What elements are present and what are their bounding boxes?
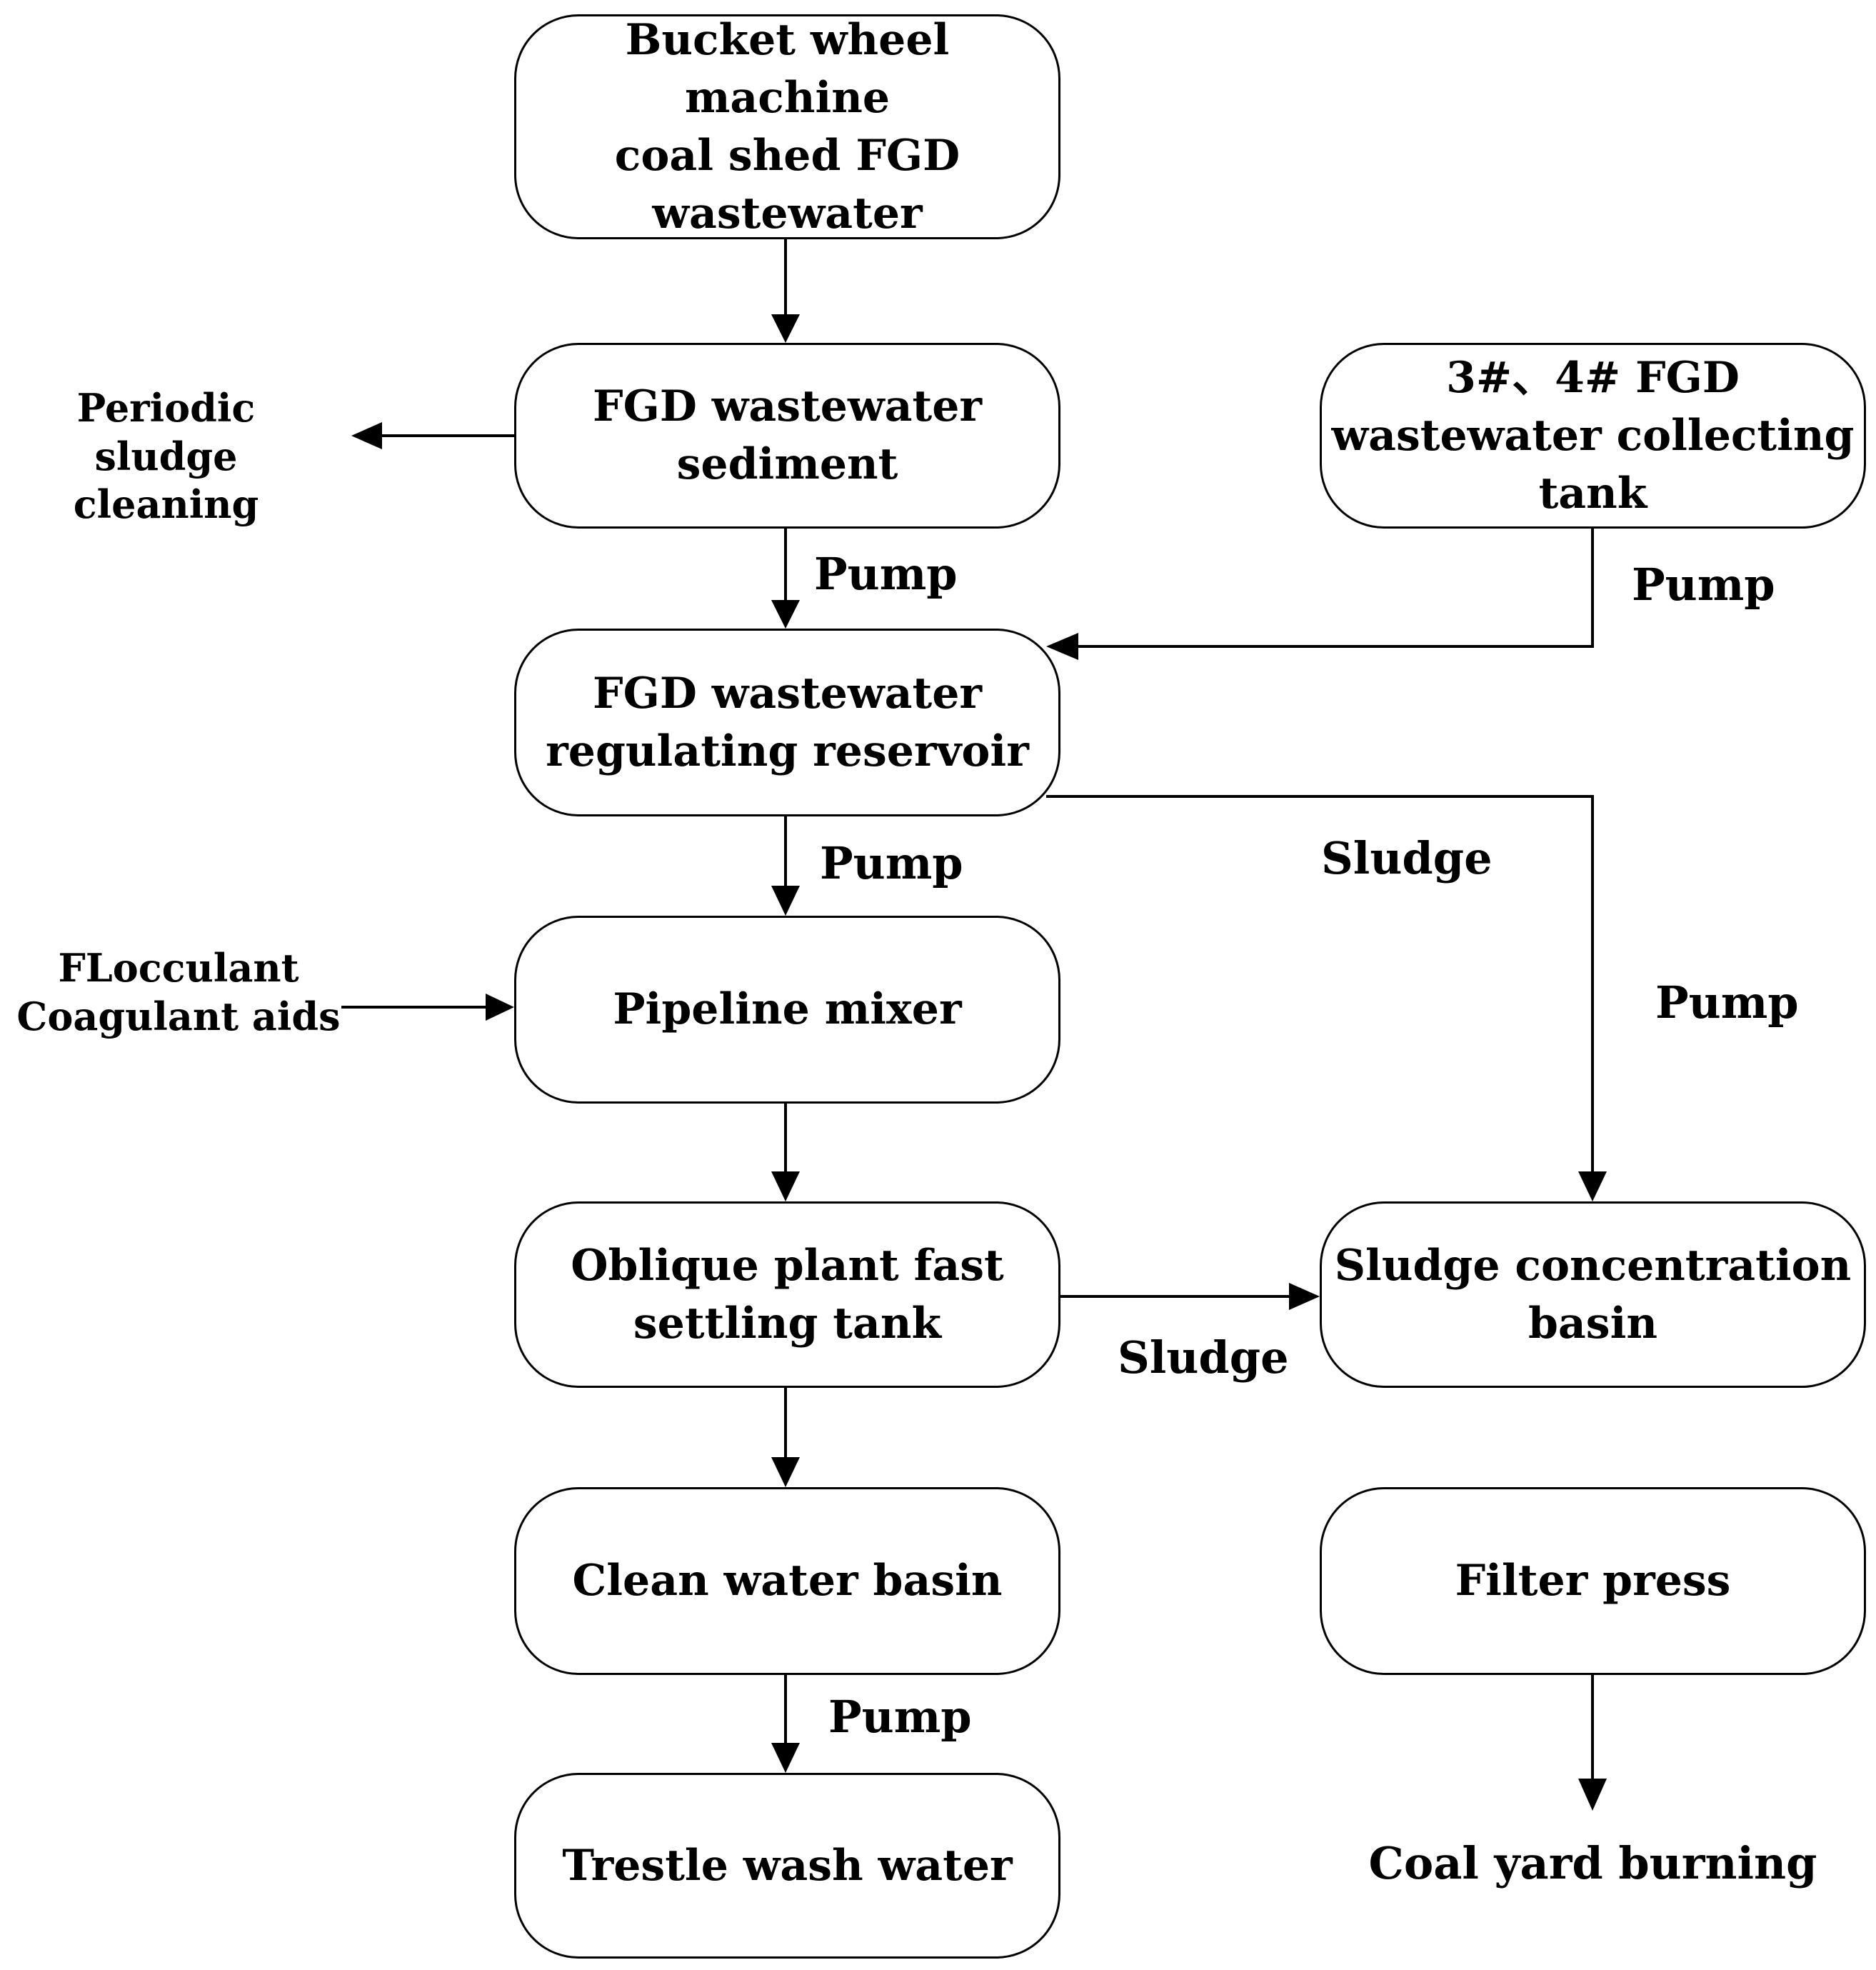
bucket-wheel-source-box: Bucket wheel machine coal shed FGD waste… (514, 14, 1060, 239)
pump-label-sludge-line: Pump (1655, 976, 1799, 1029)
pipeline-mixer-box: Pipeline mixer (514, 916, 1060, 1104)
filter-press-text: Filter press (1455, 1556, 1731, 1606)
trestle-wash-water-text: Trestle wash water (562, 1840, 1013, 1891)
arrowhead-sediment-to-regulating (771, 600, 800, 629)
arrowhead-oblique-to-clean (771, 1457, 800, 1487)
sludge-concentration-basin-box: Sludge concentration basin (1320, 1201, 1866, 1388)
regulating-reservoir-box: FGD wastewater regulating reservoir (514, 629, 1060, 816)
fgd-sediment-box: FGD wastewater sediment (514, 343, 1060, 529)
filter-press-box: Filter press (1320, 1487, 1866, 1675)
oblique-settling-tank-text: Oblique plant fast settling tank (571, 1240, 1004, 1349)
arrow-regulating-to-concentration (1046, 795, 1594, 1171)
pump-label-collecting: Pump (1632, 559, 1775, 611)
sludge-label-regulating: Sludge (1321, 832, 1493, 884)
clean-water-basin-text: Clean water basin (572, 1556, 1003, 1606)
sludge-label-oblique: Sludge (1118, 1331, 1289, 1384)
clean-water-basin-box: Clean water basin (514, 1487, 1060, 1675)
trestle-wash-water-box: Trestle wash water (514, 1773, 1060, 1959)
oblique-settling-tank-box: Oblique plant fast settling tank (514, 1201, 1060, 1388)
collecting-tank-box: 3#、4# FGD wastewater collecting tank (1320, 343, 1866, 529)
arrowhead-source-to-sediment (771, 314, 800, 343)
sludge-concentration-basin-text: Sludge concentration basin (1334, 1240, 1852, 1349)
coal-yard-burning-label: Coal yard burning (1368, 1837, 1817, 1889)
periodic-sludge-cleaning-label: Periodic sludge cleaning (73, 385, 259, 527)
arrowhead-oblique-to-concentration (1289, 1283, 1320, 1310)
flocculant-label: FLocculant Coagulant aids (16, 945, 341, 1039)
arrowhead-regulating-to-concentration (1578, 1171, 1607, 1201)
regulating-reservoir-text: FGD wastewater regulating reservoir (546, 668, 1029, 776)
pump-label-regulating: Pump (820, 837, 963, 889)
arrow-collecting-to-regulating (1078, 529, 1594, 648)
arrowhead-regulating-to-mixer (771, 886, 800, 916)
pipeline-mixer-text: Pipeline mixer (613, 984, 962, 1034)
arrowhead-collecting-to-regulating (1046, 633, 1078, 660)
collecting-tank-text: 3#、4# FGD wastewater collecting tank (1331, 352, 1855, 519)
arrowhead-flocculant-to-mixer (486, 994, 514, 1021)
arrowhead-sediment-to-periodic-cleaning (351, 422, 382, 449)
arrowhead-filter-to-coal-yard (1578, 1779, 1607, 1811)
pump-label-sediment: Pump (814, 548, 958, 600)
bucket-wheel-source-text: Bucket wheel machine coal shed FGD waste… (614, 14, 960, 239)
pump-label-clean-water: Pump (828, 1691, 972, 1743)
fgd-sediment-text: FGD wastewater sediment (593, 381, 982, 489)
arrowhead-mixer-to-oblique (771, 1171, 800, 1201)
arrowhead-clean-to-trestle (771, 1743, 800, 1773)
